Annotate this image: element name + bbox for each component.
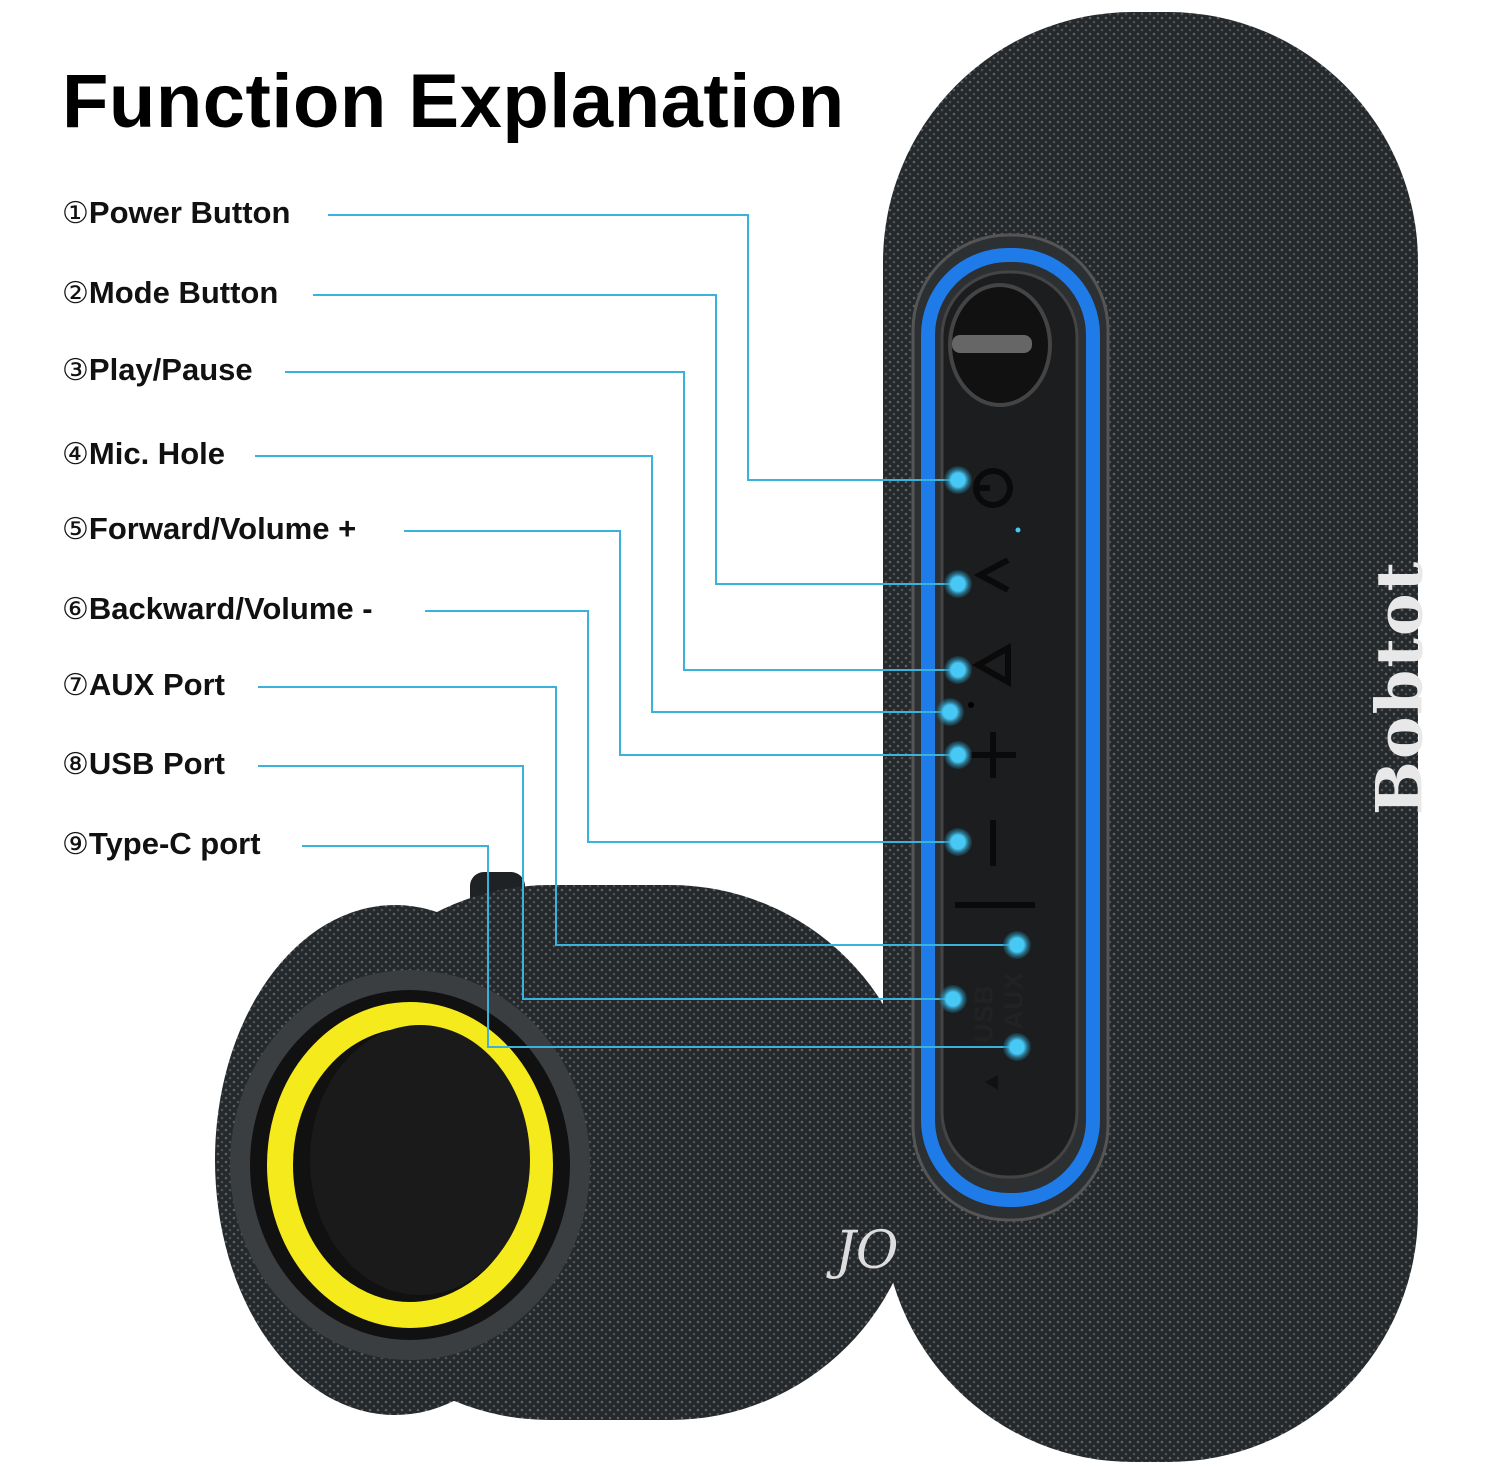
leader-line	[328, 214, 958, 481]
callout-text: Play/Pause	[88, 352, 253, 387]
leader-line	[255, 455, 950, 713]
callout-dot	[944, 656, 972, 684]
callout-dot	[936, 698, 964, 726]
standing-speaker	[883, 12, 1418, 1462]
callout-number: ①	[62, 197, 89, 230]
callout-label: ①Power Button	[62, 195, 290, 232]
callout-text: Forward/Volume +	[88, 511, 357, 546]
callout-dot	[944, 570, 972, 598]
callout-text: Mic. Hole	[88, 436, 225, 471]
callout-dot	[944, 741, 972, 769]
callout-text: USB Port	[88, 746, 225, 781]
leader-line	[425, 610, 958, 843]
callout-text: Power Button	[88, 195, 291, 230]
leader-line	[302, 845, 1017, 1048]
page-title: Function Explanation	[62, 59, 845, 144]
callout-dot	[944, 466, 972, 494]
callout-dot	[1003, 1033, 1031, 1061]
callout-dot	[1003, 931, 1031, 959]
callout-text: Mode Button	[88, 275, 279, 310]
callout-text: Type-C port	[88, 826, 261, 861]
usb-port-label: USB	[968, 984, 999, 1043]
callout-number: ④	[62, 438, 89, 471]
brand-logo: Bobtot	[1362, 559, 1438, 816]
callout-label: ④Mic. Hole	[62, 436, 225, 473]
leader-line	[258, 686, 1017, 946]
leader-line	[285, 371, 958, 671]
callout-number: ③	[62, 354, 89, 387]
callout-text: AUX Port	[88, 667, 225, 702]
yellow-light-ring	[267, 1002, 553, 1328]
leader-line	[404, 530, 958, 756]
callout-label: ⑤Forward/Volume +	[62, 511, 356, 548]
callout-number: ⑧	[62, 748, 89, 781]
callout-label: ⑨Type-C port	[62, 826, 261, 863]
callout-number: ⑦	[62, 669, 89, 702]
callout-dot	[939, 985, 967, 1013]
lying-speaker	[215, 872, 920, 1420]
play-icon	[971, 642, 1011, 688]
callout-label: ②Mode Button	[62, 275, 278, 312]
leader-line	[313, 294, 958, 585]
callout-number: ⑤	[62, 513, 89, 546]
callout-text: Backward/Volume -	[88, 591, 373, 626]
leader-lines	[255, 214, 1017, 1048]
blue-light-ring	[921, 248, 1100, 1207]
callout-dots	[936, 466, 1031, 1061]
mode-icon	[973, 557, 1010, 593]
callout-number: ⑥	[62, 593, 89, 626]
callout-label: ⑦AUX Port	[62, 667, 225, 704]
callout-label: ⑧USB Port	[62, 746, 225, 783]
callout-number: ②	[62, 277, 89, 310]
svg-text:JO: JO	[826, 1221, 898, 1281]
leader-line	[258, 765, 953, 1000]
callout-label: ③Play/Pause	[62, 352, 253, 389]
callout-label: ⑥Backward/Volume -	[62, 591, 373, 628]
callout-dot	[944, 828, 972, 856]
callout-number: ⑨	[62, 828, 89, 861]
aux-port-label: AUX	[998, 971, 1029, 1030]
